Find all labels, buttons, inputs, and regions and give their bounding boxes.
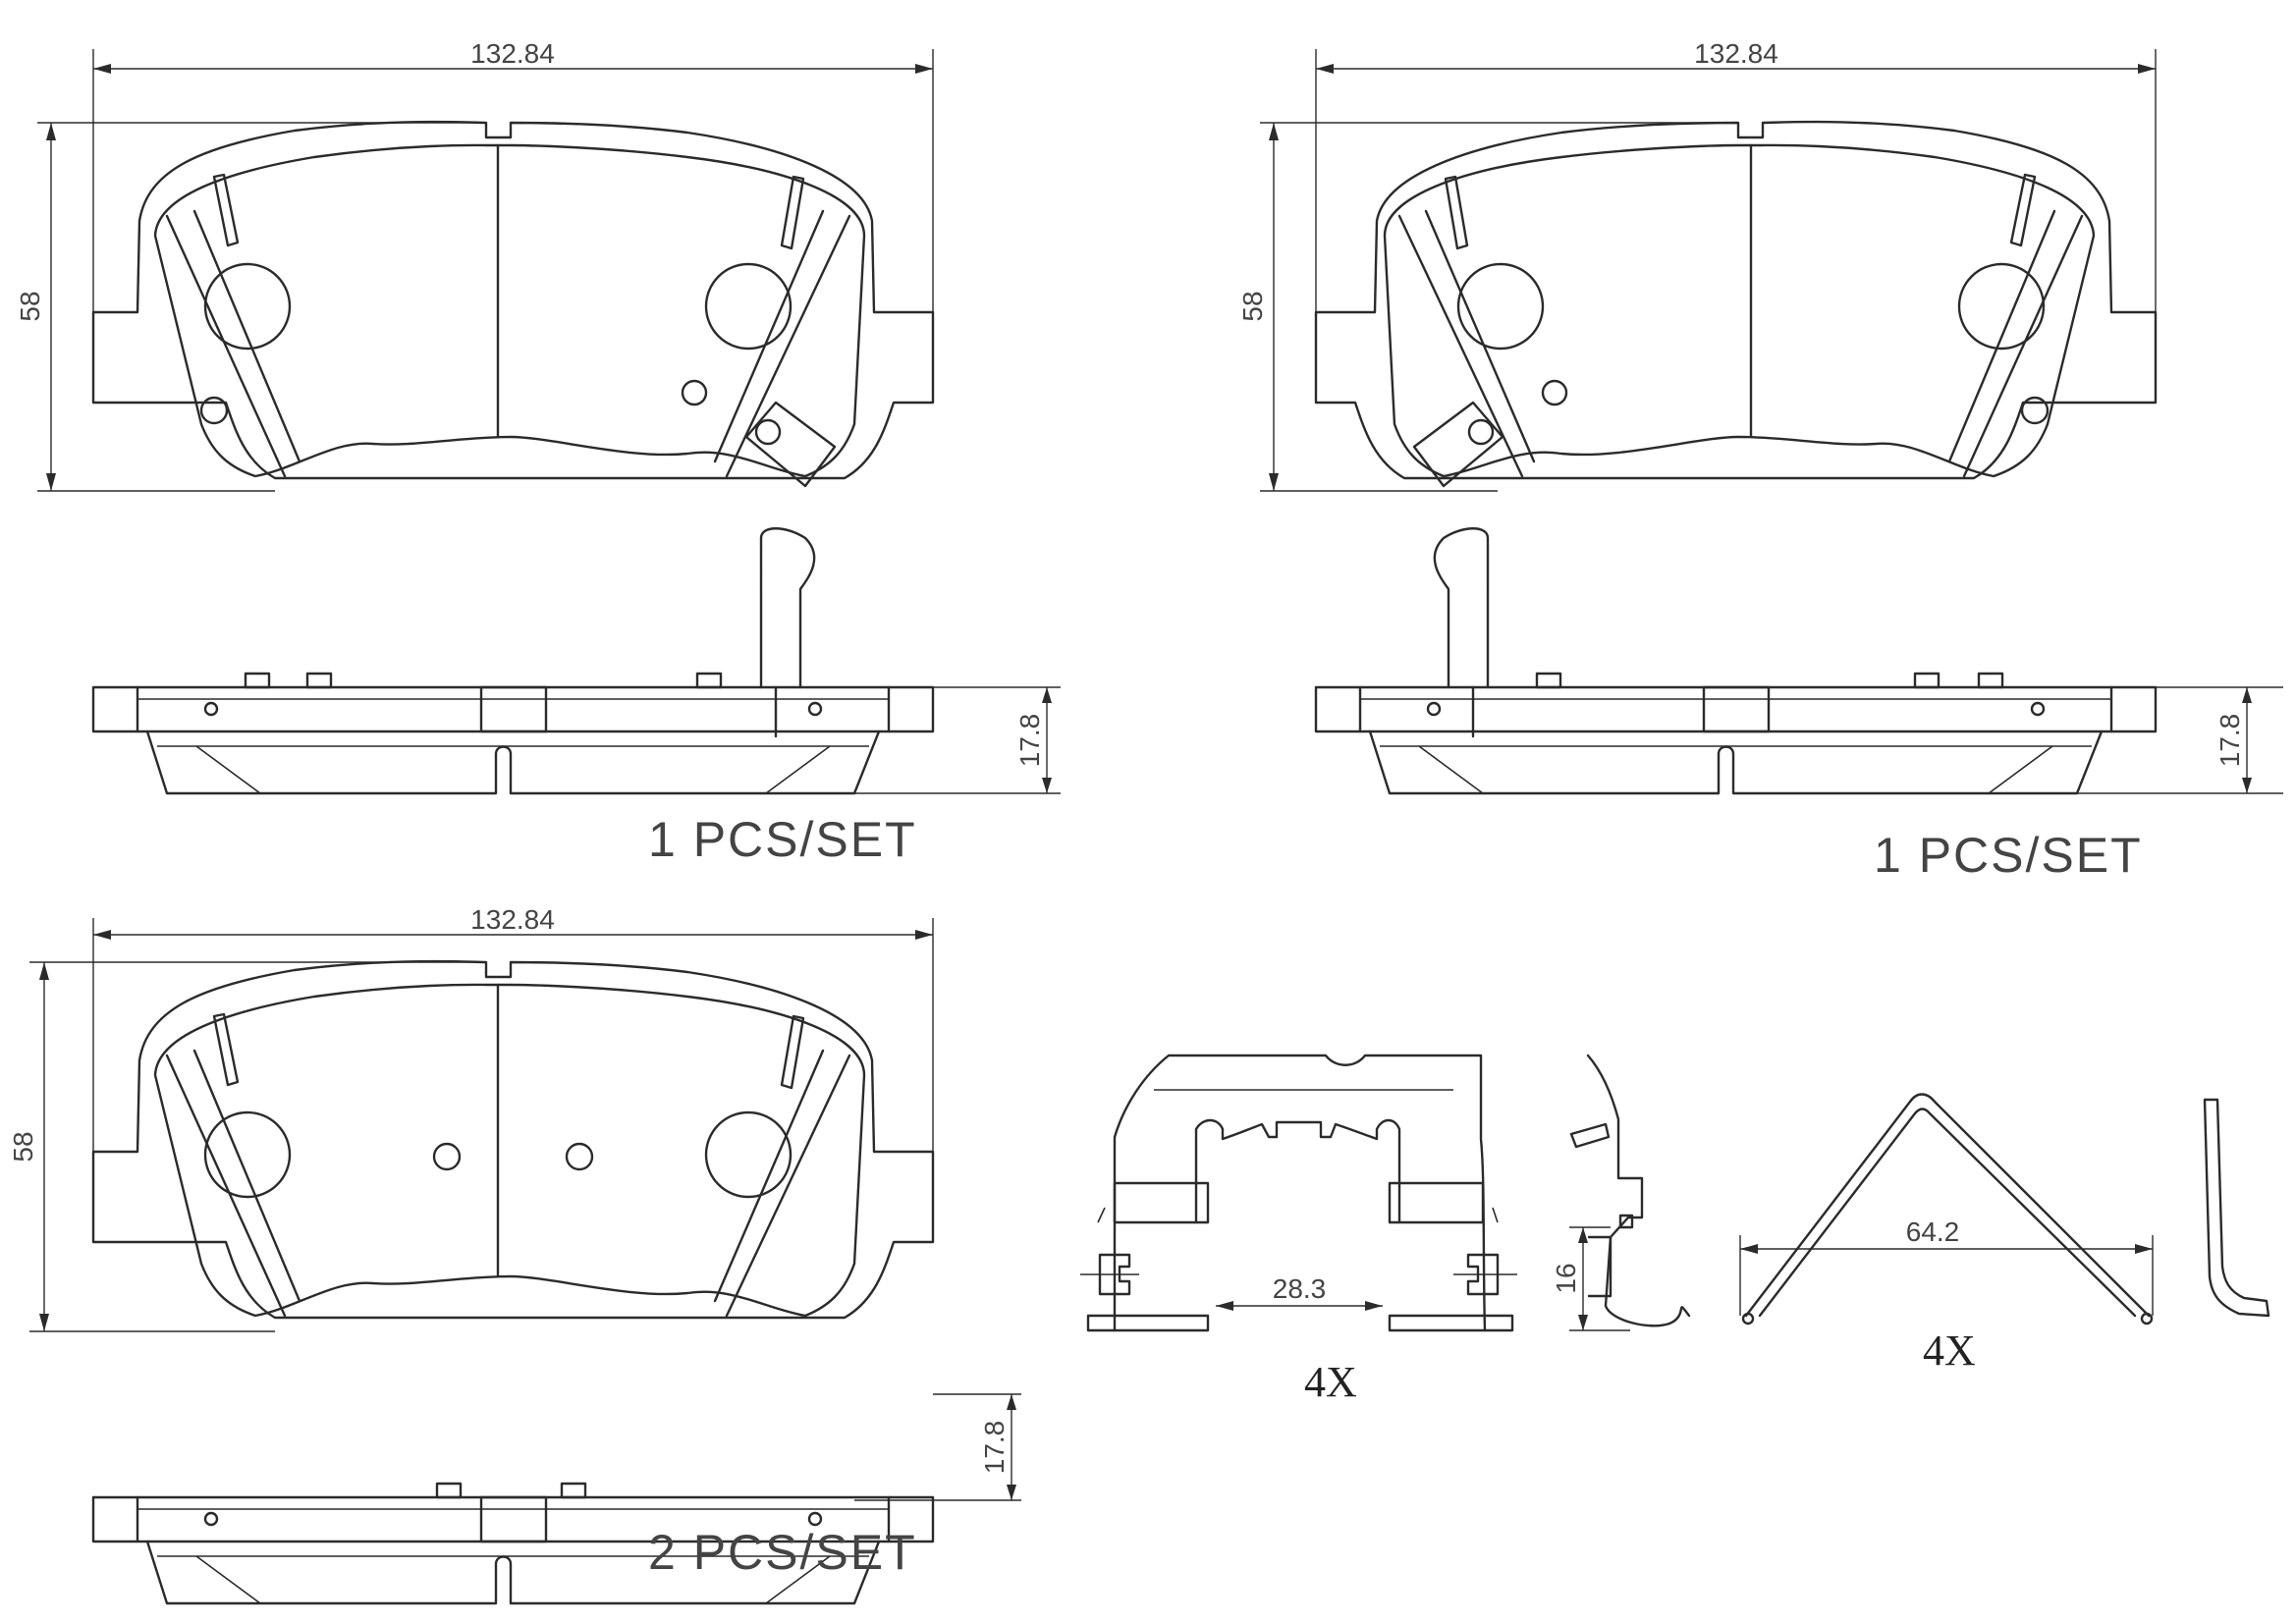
clip-spacing-label: 28.3 (1273, 1273, 1327, 1304)
clip-height-label: 16 (1551, 1263, 1581, 1293)
pad-top-right-front-view (1314, 120, 2158, 488)
clip-multiplier-label: 4X (1304, 1358, 1357, 1406)
pad-top-left-side-view (91, 527, 935, 795)
wear-sensor (1412, 401, 1504, 488)
pad-height-label-top-left: 58 (15, 291, 45, 321)
spring-side-view (2203, 1098, 2270, 1318)
pad-top-left-front-view (91, 120, 935, 488)
dimension-lines (29, 49, 2283, 1501)
pad-height-label-top-right: 58 (1237, 291, 1268, 321)
pad-bottom-left-side-view (91, 1482, 935, 1605)
v-spring-drawing (1739, 1093, 2154, 1325)
pad-thickness-label-bottom-left: 17.8 (979, 1421, 1010, 1475)
pad-width-label-bottom-left: 132.84 (470, 904, 555, 935)
pad-top-right-side-view (1314, 527, 2158, 795)
abutment-clip-drawing (1080, 1054, 1517, 1332)
wear-sensor (744, 401, 837, 488)
clip-side-view (1569, 1054, 1691, 1331)
pad-thickness-label-top-right: 17.8 (2214, 714, 2245, 768)
spring-multiplier-label: 4X (1923, 1326, 1976, 1375)
pad-width-label-top-left: 132.84 (470, 38, 555, 69)
pad-bottom-left-front-view (91, 959, 935, 1320)
qty-label-top-left: 1 PCS/SET (648, 812, 917, 867)
pad-height-label-bottom-left: 58 (8, 1131, 38, 1162)
qty-label-top-right: 1 PCS/SET (1874, 828, 2143, 883)
pad-thickness-label-top-left: 17.8 (1014, 714, 1045, 768)
pad-width-label-top-right: 132.84 (1694, 38, 1778, 69)
spring-span-label: 64.2 (1906, 1217, 1960, 1247)
qty-label-bottom-left: 2 PCS/SET (648, 1525, 917, 1580)
